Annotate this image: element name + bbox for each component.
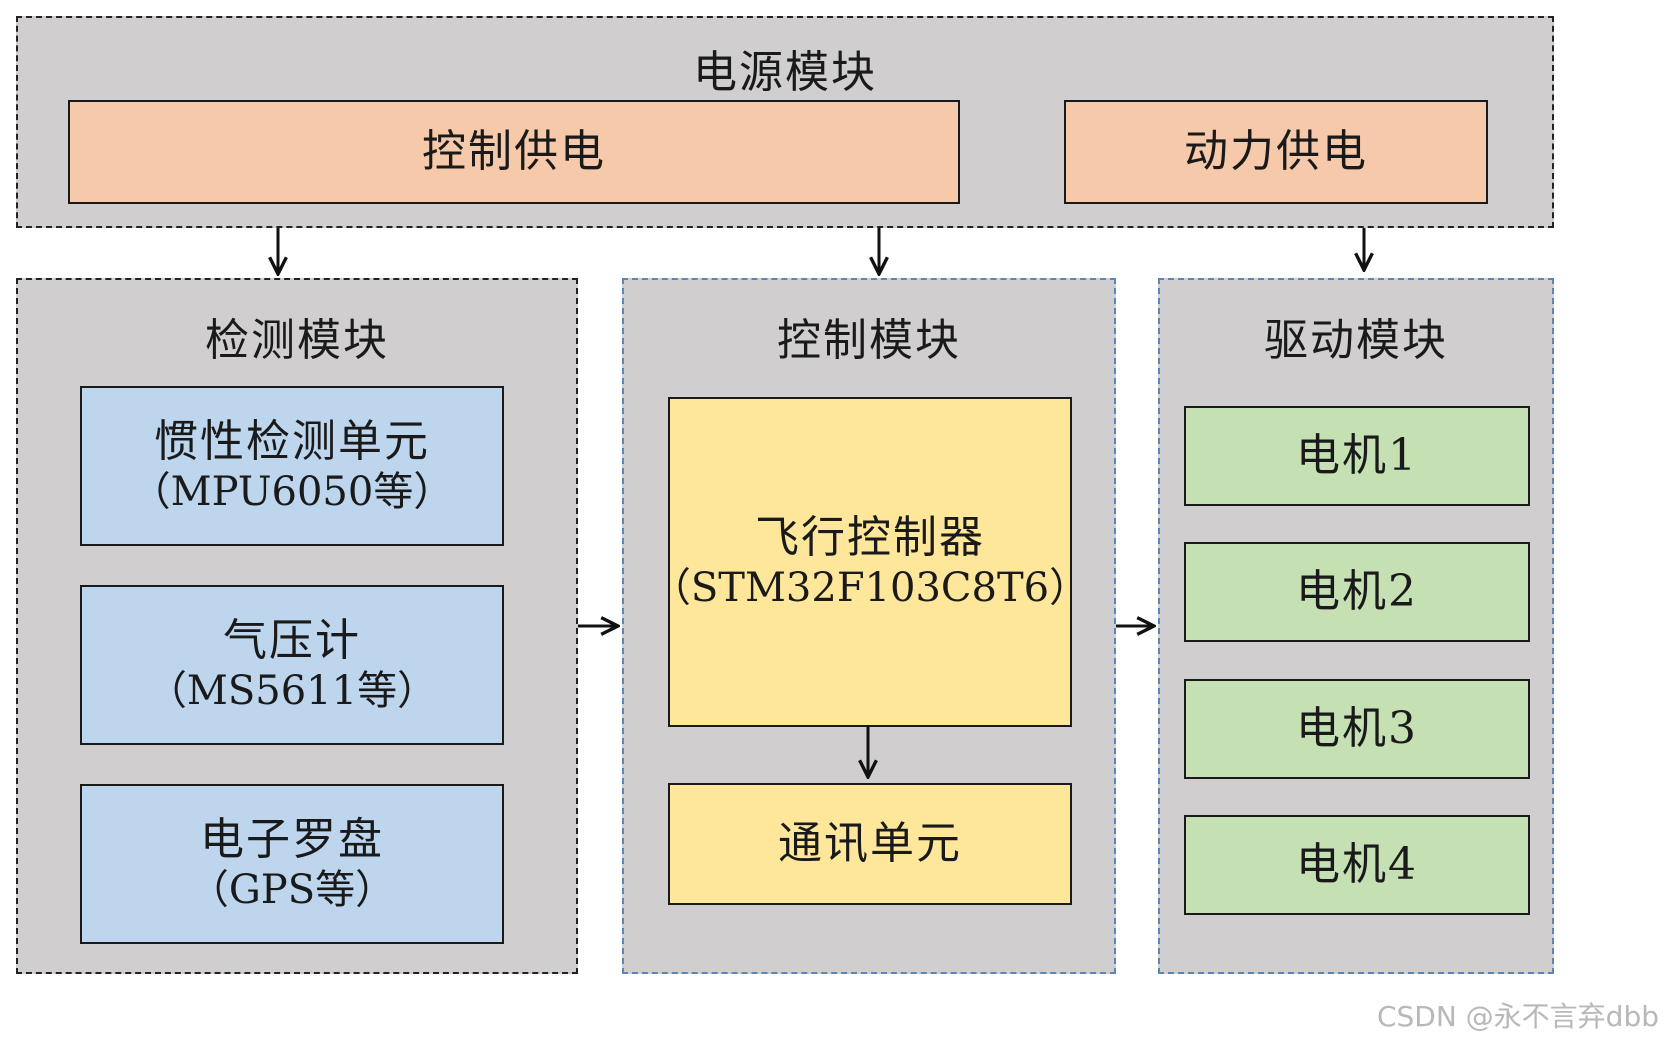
motor-3-label: 电机3: [1296, 702, 1418, 754]
flight-controller-detail: （STM32F103C8T6）: [650, 565, 1090, 612]
detection-module-group: 检测模块 惯性检测单元 （MPU6050等） 气压计 （MS5611等） 电子罗…: [16, 278, 578, 974]
power-module-title: 电源模块: [693, 47, 877, 98]
barometer-name: 气压计: [223, 614, 361, 666]
control-supply-label: 控制供电: [422, 125, 606, 177]
watermark: CSDN @永不言弃dbb: [1376, 1000, 1659, 1033]
flight-controller-name: 飞行控制器: [755, 511, 985, 563]
drive-module-title: 驱动模块: [1264, 315, 1448, 366]
control-supply-box: 控制供电: [68, 100, 960, 204]
control-module-group: 控制模块 飞行控制器 （STM32F103C8T6） 通讯单元: [622, 278, 1116, 974]
motor-1-box: 电机1: [1184, 406, 1530, 506]
comm-unit-label: 通讯单元: [778, 817, 962, 869]
imu-box: 惯性检测单元 （MPU6050等）: [80, 386, 504, 546]
motor-3-box: 电机3: [1184, 679, 1530, 779]
imu-detail: （MPU6050等）: [130, 469, 454, 516]
motor-1-label: 电机1: [1296, 429, 1418, 481]
motor-2-box: 电机2: [1184, 542, 1530, 642]
compass-name: 电子罗盘: [200, 813, 384, 865]
barometer-box: 气压计 （MS5611等）: [80, 585, 504, 745]
power-supply-label: 动力供电: [1184, 125, 1368, 177]
drive-module-group: 驱动模块 电机1 电机2 电机3 电机4: [1158, 278, 1554, 974]
barometer-detail: （MS5611等）: [146, 668, 438, 715]
power-supply-box: 动力供电: [1064, 100, 1488, 204]
power-module-group: 电源模块 控制供电 动力供电: [16, 16, 1554, 228]
imu-name: 惯性检测单元: [154, 415, 430, 467]
compass-detail: （GPS等）: [188, 867, 396, 914]
motor-4-box: 电机4: [1184, 815, 1530, 915]
detection-module-title: 检测模块: [205, 315, 389, 366]
control-module-title: 控制模块: [777, 315, 961, 366]
motor-4-label: 电机4: [1296, 838, 1418, 890]
motor-2-label: 电机2: [1296, 565, 1418, 617]
flight-controller-box: 飞行控制器 （STM32F103C8T6）: [651, 397, 1089, 727]
comm-unit-box: 通讯单元: [668, 783, 1072, 905]
compass-box: 电子罗盘 （GPS等）: [80, 784, 504, 944]
